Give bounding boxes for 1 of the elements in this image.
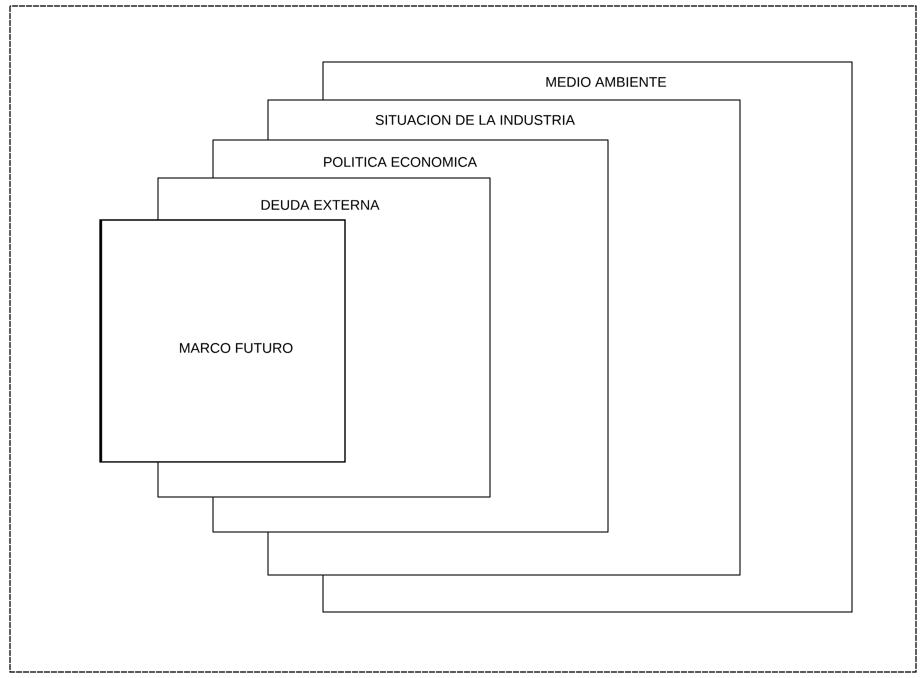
nested-box: MARCO FUTURO bbox=[99, 219, 346, 463]
